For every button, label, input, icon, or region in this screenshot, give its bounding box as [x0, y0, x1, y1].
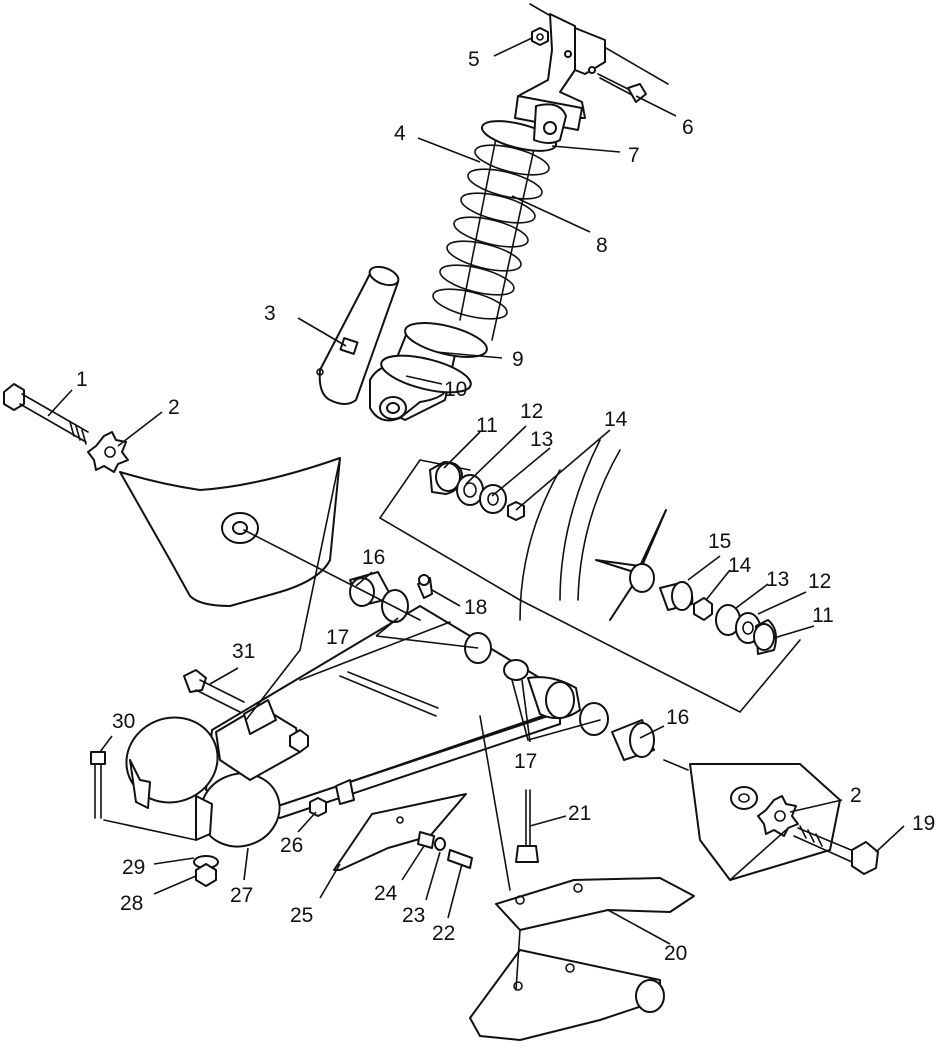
- bushing-17-lower: [503, 659, 609, 736]
- callout-27: 27: [230, 884, 253, 907]
- washer-group-upper: [429, 461, 525, 521]
- callout-labels: 1 2 3 4 5 6 7 8 9 10 11 12 13 14 11 12 1…: [76, 48, 935, 965]
- left-side-plate: [119, 457, 341, 607]
- screw-24: [417, 831, 435, 849]
- callout-7: 7: [628, 144, 640, 167]
- spring-retainer-top: [533, 103, 567, 144]
- axle-collar-left: [125, 716, 219, 809]
- track-outline: [519, 439, 621, 621]
- bolt-30: [90, 751, 106, 819]
- nut-5: [531, 27, 549, 46]
- axle-collar-right: [195, 772, 281, 848]
- callout-8: 8: [596, 234, 608, 257]
- callout-3: 3: [264, 302, 276, 325]
- callout-15: 15: [708, 530, 731, 553]
- nut-26: [309, 797, 327, 817]
- callout-14-upper: 14: [604, 408, 628, 431]
- rod-21: [515, 789, 539, 863]
- callout-14-lower: 14: [728, 554, 752, 577]
- callout-11-upper: 11: [476, 414, 498, 437]
- mount-bracket-31: [215, 699, 309, 781]
- bolt-6: [597, 73, 647, 103]
- plate-20: [495, 877, 695, 931]
- callout-2-right: 2: [850, 784, 862, 807]
- callout-30: 30: [112, 710, 135, 733]
- callout-26: 26: [280, 834, 303, 857]
- callout-28: 28: [120, 892, 143, 915]
- callout-18: 18: [464, 596, 487, 619]
- lower-arm: [469, 949, 665, 1041]
- grease-fitting-18: [417, 574, 433, 599]
- washer-23: [434, 837, 446, 851]
- callout-12-lower: 12: [808, 570, 831, 593]
- callout-13-upper: 13: [530, 428, 553, 451]
- nut-28-washer-29: [193, 855, 219, 887]
- coil-spring: [380, 120, 557, 394]
- bolt-19: [793, 825, 879, 875]
- callout-11-lower: 11: [812, 604, 834, 627]
- callout-19: 19: [912, 812, 935, 835]
- callout-23: 23: [402, 904, 425, 927]
- callout-leaders: [47, 37, 905, 945]
- bushing-17-upper: [381, 589, 492, 664]
- callout-25: 25: [290, 904, 313, 927]
- callout-17-lower: 17: [514, 750, 537, 773]
- callout-17-upper: 17: [326, 626, 349, 649]
- callout-31: 31: [232, 640, 255, 663]
- callout-10: 10: [444, 378, 467, 401]
- callout-5: 5: [468, 48, 480, 71]
- callout-13-lower: 13: [766, 568, 789, 591]
- callout-6: 6: [682, 116, 694, 139]
- callout-16-lower: 16: [666, 706, 689, 729]
- assembly-lines: [103, 457, 787, 991]
- callout-20: 20: [664, 942, 687, 965]
- callout-16-upper: 16: [362, 546, 385, 569]
- bolt-31: [183, 669, 245, 713]
- callout-1: 1: [76, 368, 88, 391]
- callout-9: 9: [512, 348, 524, 371]
- callout-12-upper: 12: [520, 400, 543, 423]
- idler-wheel-spokes: [595, 509, 667, 621]
- bolt-22: [447, 849, 473, 869]
- callout-21: 21: [568, 802, 591, 825]
- callout-2-left: 2: [168, 396, 180, 419]
- callout-29: 29: [122, 856, 145, 879]
- star-washer-2-right: [757, 795, 799, 837]
- callout-22: 22: [432, 922, 455, 945]
- star-washer-2-left: [87, 431, 129, 473]
- callout-24: 24: [374, 882, 398, 905]
- bolt-1: [3, 383, 89, 445]
- washer-group-lower: [659, 581, 777, 655]
- callout-4: 4: [394, 122, 406, 145]
- bushing-16-lower: [611, 719, 655, 761]
